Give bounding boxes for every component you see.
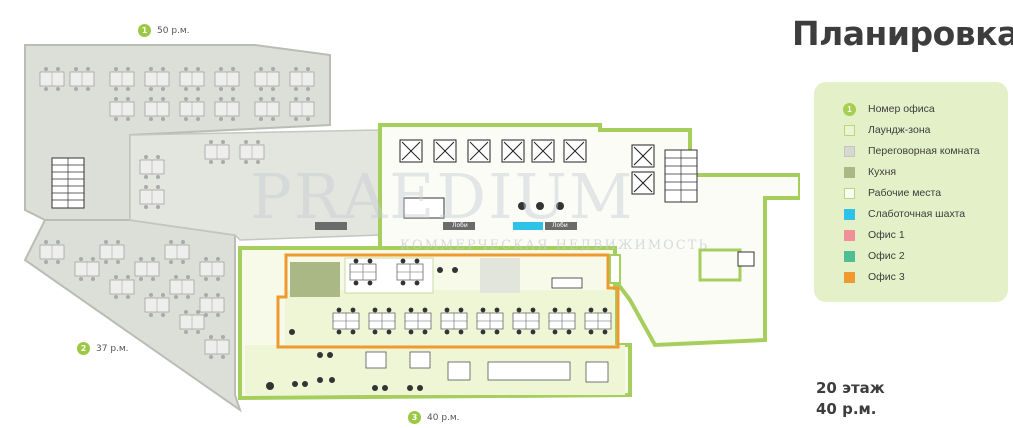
legend-swatch [844, 250, 855, 262]
legend-label: Переговорная комната [868, 145, 980, 157]
legend-item-office-1: Офис 1 [844, 227, 905, 243]
stairs-icon [51, 157, 85, 209]
stairs-icon [664, 149, 698, 203]
office-number-icon: 1 [843, 102, 856, 116]
legend-label: Лаундж-зона [868, 124, 931, 136]
meeting-block [480, 258, 520, 293]
legend-label: Номер офиса [868, 103, 935, 115]
legend-swatch [844, 229, 855, 241]
legend-item-workspaces: Рабочие места [844, 185, 941, 201]
floor-plan [23, 44, 800, 413]
floor-info: 20 этаж 40 р.м. [816, 378, 885, 420]
legend-item-meeting-room: Переговорная комната [844, 143, 980, 159]
office-3-outline [276, 253, 620, 349]
legend: 1 Номер офиса Лаундж-зона Переговорная к… [814, 82, 1008, 302]
office-1-marker[interactable]: 1 50 р.м. [138, 24, 190, 37]
office-number-icon: 1 [138, 24, 151, 37]
office-2-marker[interactable]: 2 37 р.м. [77, 342, 129, 355]
legend-item-cable-shaft: Слаботочная шахта [844, 206, 965, 222]
legend-item-office-number: 1 Номер офиса [843, 101, 935, 117]
office-1-seats: 50 р.м. [157, 25, 190, 36]
legend-swatch [844, 208, 855, 220]
legend-item-office-3: Офис 3 [844, 269, 905, 285]
office-2-seats: 37 р.м. [96, 343, 129, 354]
legend-swatch [844, 187, 855, 199]
page-title: Планировка [792, 14, 1013, 53]
office-number-icon: 2 [77, 342, 90, 355]
legend-swatch [844, 271, 855, 283]
office-number-icon: 3 [408, 411, 421, 424]
watermark-subtitle: КОММЕРЧЕСКАЯ НЕДВИЖИМОСТЬ [400, 238, 710, 253]
legend-swatch [844, 145, 855, 157]
office-3-marker[interactable]: 3 40 р.м. [408, 411, 460, 424]
floor-number: 20 этаж [816, 379, 885, 397]
kitchen-block [290, 262, 340, 297]
legend-label: Офис 2 [868, 250, 905, 262]
legend-item-lounge: Лаундж-зона [844, 122, 930, 138]
watermark-logo: PRAEDIUM [250, 160, 635, 233]
legend-label: Офис 1 [868, 229, 905, 241]
legend-label: Слаботочная шахта [868, 208, 966, 220]
legend-item-office-2: Офис 2 [844, 248, 905, 264]
legend-label: Кухня [868, 166, 897, 178]
lobby-label: Лоби [552, 222, 568, 229]
legend-label: Офис 3 [868, 271, 905, 283]
lobby-label: Лоби [452, 222, 468, 229]
floor-seats: 40 р.м. [816, 400, 877, 418]
legend-label: Рабочие места [868, 187, 942, 199]
legend-item-kitchen: Кухня [844, 164, 896, 180]
legend-swatch [844, 166, 855, 178]
legend-swatch [844, 124, 855, 136]
office-3-seats: 40 р.м. [427, 412, 460, 423]
